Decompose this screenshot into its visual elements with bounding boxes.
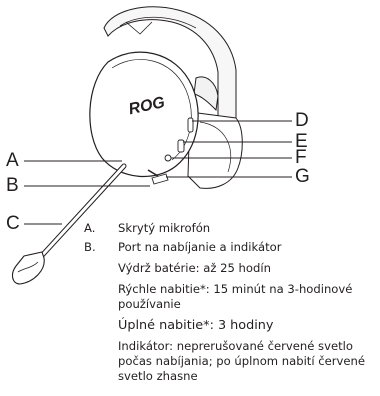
legend: A. Skrytý mikrofón B. Port na nabíjanie … — [78, 221, 378, 390]
indicator-text: Indikátor: neprerušované červené svetlo … — [118, 339, 374, 384]
button-d — [188, 118, 193, 132]
legend-key: B. — [84, 240, 96, 255]
charging-details: Výdrž batérie: až 25 hodín Rýchle nabiti… — [118, 261, 374, 384]
callout-f: F — [295, 148, 307, 167]
callout-b: B — [6, 176, 19, 195]
full-charge-text: Úplné nabitie*: 3 hodiny — [118, 318, 374, 333]
quick-charge-text: Rýchle nabitie*: 15 minút na 3-hodinové … — [118, 282, 374, 312]
headband-detail-2 — [126, 22, 152, 34]
legend-item-b: B. Port na nabíjanie a indikátor — [78, 240, 378, 255]
battery-life-text: Výdrž batérie: až 25 hodín — [118, 261, 374, 276]
legend-text: Port na nabíjanie a indikátor — [118, 240, 282, 255]
callout-g: G — [295, 167, 310, 186]
legend-item-a: A. Skrytý mikrofón — [78, 221, 378, 240]
callout-d: D — [295, 111, 309, 130]
legend-key: A. — [84, 221, 95, 236]
button-f — [165, 155, 171, 161]
callout-c: C — [6, 214, 20, 233]
legend-text: Skrytý mikrofón — [118, 221, 210, 236]
callout-a: A — [6, 151, 19, 170]
